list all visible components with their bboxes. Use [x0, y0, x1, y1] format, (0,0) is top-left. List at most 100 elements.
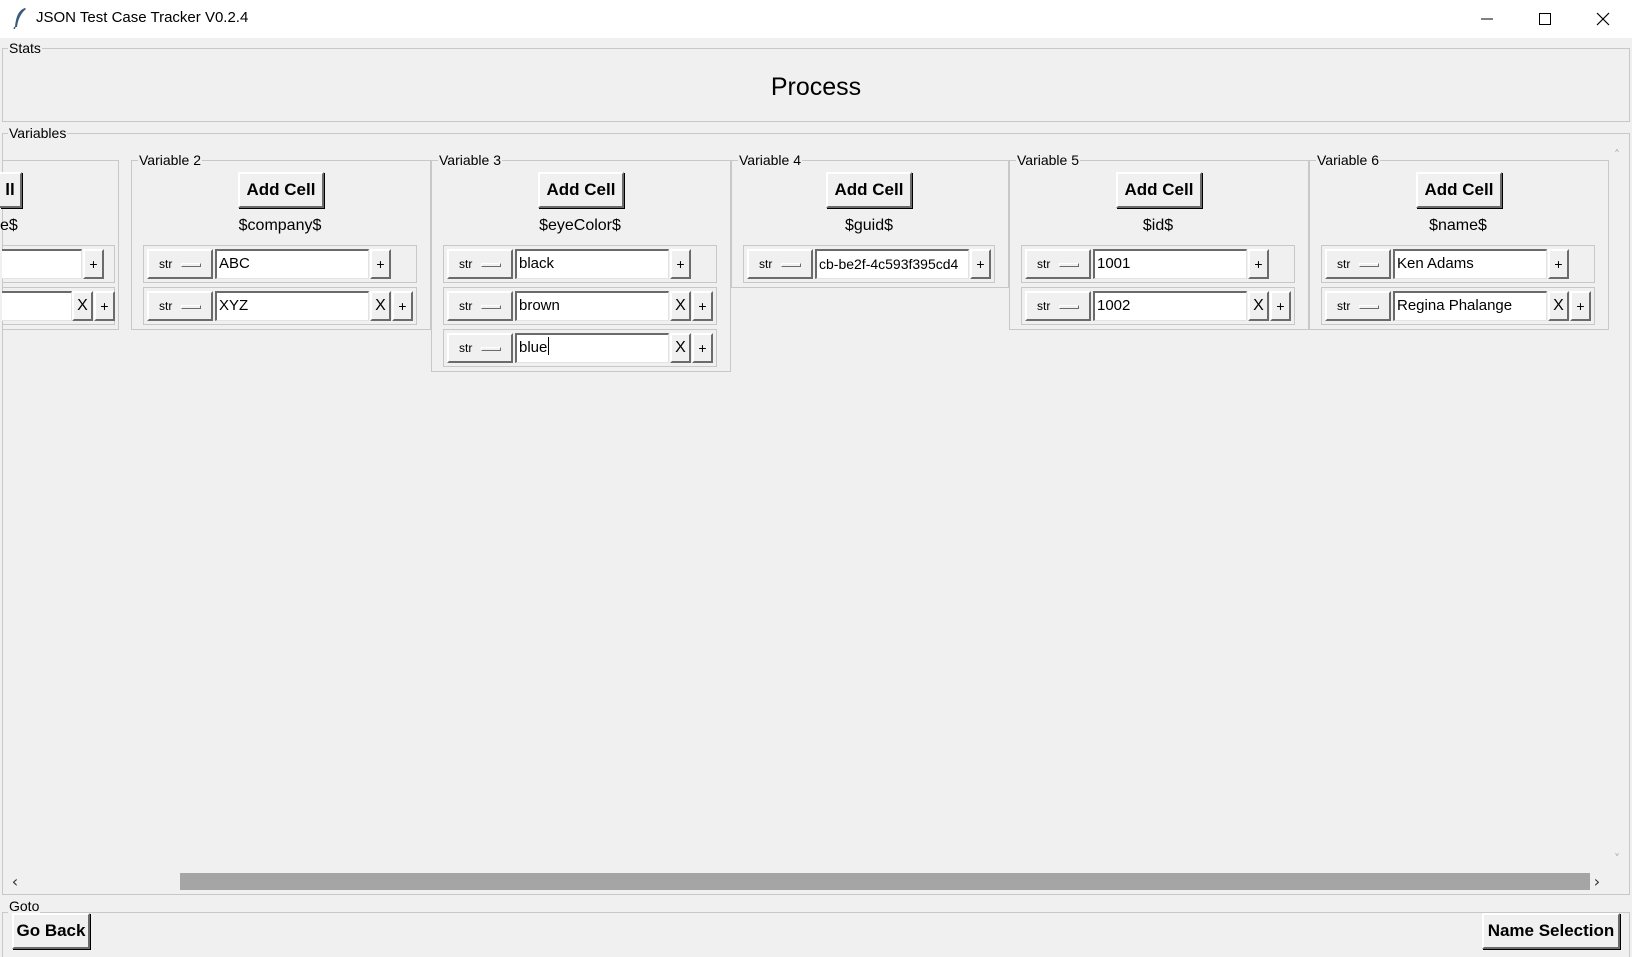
variable-6-label: Variable 6 — [1316, 152, 1381, 168]
cell-value-input[interactable]: 1002 — [1093, 291, 1247, 321]
variable-3-label: Variable 3 — [438, 152, 503, 168]
variable-1-frame — [2, 160, 119, 330]
add-row-button[interactable]: + — [83, 249, 104, 279]
add-row-button[interactable]: + — [1270, 291, 1291, 321]
variable-name: $id$ — [1142, 217, 1174, 234]
cell-row: str blue X + — [443, 329, 717, 367]
text-cursor — [548, 337, 550, 355]
menu-indicator-icon — [1359, 263, 1379, 267]
type-menu[interactable]: str — [447, 333, 513, 363]
cell-value-input[interactable]: black — [515, 249, 669, 279]
minimize-button[interactable] — [1458, 0, 1516, 38]
variable-name: $company$ — [238, 217, 322, 234]
scroll-down-arrow-icon[interactable]: ˅ — [1614, 852, 1620, 866]
add-row-button[interactable]: + — [370, 249, 391, 279]
variable-2-label: Variable 2 — [138, 152, 203, 168]
type-menu[interactable]: str — [447, 291, 513, 321]
variable-5-label: Variable 5 — [1016, 152, 1081, 168]
type-menu[interactable]: str — [1025, 249, 1091, 279]
process-label: Process — [770, 73, 862, 101]
cell-value-input[interactable]: Regina Phalange — [1393, 291, 1547, 321]
add-cell-button[interactable]: Add Cell — [238, 172, 324, 208]
variable-4-frame — [731, 160, 1009, 288]
add-cell-button[interactable]: ll — [0, 172, 22, 208]
cell-row: str XYZ X + — [143, 287, 417, 325]
window-title: JSON Test Case Tracker V0.2.4 — [36, 9, 249, 26]
add-row-button[interactable]: + — [392, 291, 413, 321]
remove-row-button[interactable]: X — [1248, 291, 1269, 321]
cell-value-input[interactable]: ABC — [215, 249, 369, 279]
stats-label: Stats — [8, 40, 42, 56]
scrollbar-thumb[interactable] — [180, 873, 1590, 890]
horizontal-scrollbar[interactable]: ‹ › — [4, 870, 1608, 892]
remove-row-button[interactable]: X — [1548, 291, 1569, 321]
goto-label: Goto — [8, 898, 41, 914]
add-row-button[interactable]: + — [1248, 249, 1269, 279]
cell-value-input[interactable]: cb-be2f-4c593f395cd4 — [815, 249, 969, 279]
type-menu[interactable]: str — [147, 249, 213, 279]
add-row-button[interactable]: + — [1570, 291, 1591, 321]
remove-row-button[interactable]: X — [670, 333, 691, 363]
scroll-right-arrow-icon[interactable]: › — [1593, 871, 1601, 891]
add-cell-button[interactable]: Add Cell — [826, 172, 912, 208]
name-selection-button[interactable]: Name Selection — [1482, 913, 1620, 949]
maximize-button[interactable] — [1516, 0, 1574, 38]
menu-indicator-icon — [481, 263, 501, 267]
cell-value-input[interactable] — [2, 249, 82, 279]
variable-name: $guid$ — [844, 217, 894, 234]
type-menu[interactable]: str — [747, 249, 813, 279]
cell-row: str Ken Adams + — [1321, 245, 1595, 283]
add-row-button[interactable]: + — [692, 291, 713, 321]
type-menu[interactable]: str — [1325, 291, 1391, 321]
cell-value-input[interactable]: blue — [515, 333, 669, 363]
remove-row-button[interactable]: X — [72, 291, 93, 321]
remove-row-button[interactable]: X — [670, 291, 691, 321]
close-button[interactable] — [1574, 0, 1632, 38]
stats-frame — [2, 48, 1630, 122]
menu-indicator-icon — [481, 347, 501, 351]
scroll-left-arrow-icon[interactable]: ‹ — [11, 871, 19, 891]
type-menu[interactable]: str — [147, 291, 213, 321]
add-row-button[interactable]: + — [670, 249, 691, 279]
menu-indicator-icon — [1059, 263, 1079, 267]
menu-indicator-icon — [481, 305, 501, 309]
cell-row: str Regina Phalange X + — [1321, 287, 1595, 325]
cell-row: str 1001 + — [1021, 245, 1295, 283]
remove-row-button[interactable]: X — [370, 291, 391, 321]
goto-frame — [2, 912, 1630, 957]
minimize-icon — [1481, 18, 1493, 20]
type-menu[interactable]: str — [1325, 249, 1391, 279]
variable-2-frame — [131, 160, 431, 330]
variable-name: e$ — [0, 217, 18, 234]
add-row-button[interactable]: + — [970, 249, 991, 279]
cell-value-input[interactable] — [2, 291, 72, 321]
scroll-up-arrow-icon[interactable]: ˄ — [1614, 148, 1620, 162]
add-row-button[interactable]: + — [692, 333, 713, 363]
go-back-button[interactable]: Go Back — [12, 913, 90, 949]
cell-row: + — [2, 245, 115, 283]
variables-frame — [2, 133, 1630, 895]
title-bar: JSON Test Case Tracker V0.2.4 — [0, 0, 1632, 38]
add-cell-button[interactable]: Add Cell — [1116, 172, 1202, 208]
menu-indicator-icon — [1059, 305, 1079, 309]
feather-icon — [13, 8, 26, 29]
cell-value-input[interactable]: XYZ — [215, 291, 369, 321]
type-menu[interactable]: str — [1025, 291, 1091, 321]
cell-value-input[interactable]: brown — [515, 291, 669, 321]
variable-name: $eyeColor$ — [539, 217, 621, 234]
add-row-button[interactable]: + — [1548, 249, 1569, 279]
add-cell-button[interactable]: Add Cell — [538, 172, 624, 208]
cell-value-input[interactable]: 1001 — [1093, 249, 1247, 279]
variable-5-frame — [1009, 160, 1309, 330]
cell-row: str cb-be2f-4c593f395cd4 + — [743, 245, 995, 283]
menu-indicator-icon — [181, 263, 201, 267]
variable-6-frame — [1309, 160, 1609, 330]
cell-row: X + — [2, 287, 115, 325]
cell-row: str brown X + — [443, 287, 717, 325]
type-menu[interactable]: str — [447, 249, 513, 279]
close-icon — [1596, 12, 1610, 26]
add-cell-button[interactable]: Add Cell — [1416, 172, 1502, 208]
variable-4-label: Variable 4 — [738, 152, 803, 168]
add-row-button[interactable]: + — [94, 291, 115, 321]
cell-value-input[interactable]: Ken Adams — [1393, 249, 1547, 279]
